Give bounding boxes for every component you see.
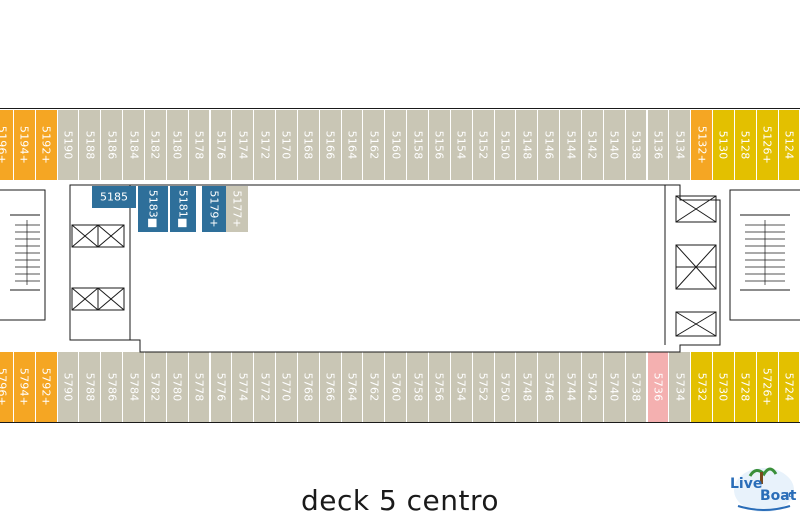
cabin-5172[interactable]: 5172 (254, 110, 277, 180)
cabin-5776[interactable]: 5776 (210, 352, 233, 422)
cabin-5744[interactable]: 5744 (560, 352, 582, 422)
cabin-5148[interactable]: 5148 (516, 110, 539, 180)
cabin-5146[interactable]: 5146 (538, 110, 561, 180)
cabin-5778[interactable]: 5778 (188, 352, 211, 422)
cabin-5150[interactable]: 5150 (494, 110, 517, 180)
cabin-5196[interactable]: 5196+ (0, 110, 14, 180)
cabin-5136[interactable]: 5136 (647, 110, 670, 180)
hull-line-top (0, 108, 800, 109)
cabin-5188[interactable]: 5188 (79, 110, 102, 180)
cabin-5786[interactable]: 5786 (101, 352, 124, 422)
cabin-5794[interactable]: 5794+ (13, 352, 36, 422)
cabin-5740[interactable]: 5740 (603, 352, 626, 422)
cabin-5126[interactable]: 5126+ (756, 110, 779, 180)
cabin-5782[interactable]: 5782 (144, 352, 167, 422)
cabin-5160[interactable]: 5160 (385, 110, 408, 180)
cabin-5772[interactable]: 5772 (254, 352, 277, 422)
cabin-5770[interactable]: 5770 (276, 352, 298, 422)
cabin-5152[interactable]: 5152 (472, 110, 495, 180)
cabin-5742[interactable]: 5742 (581, 352, 604, 422)
cabin-5184[interactable]: 5184 (123, 110, 145, 180)
cabin-5752[interactable]: 5752 (472, 352, 495, 422)
cabin-5762[interactable]: 5762 (363, 352, 386, 422)
cabin-5766[interactable]: 5766 (319, 352, 342, 422)
cabin-5134[interactable]: 5134 (669, 110, 692, 180)
cabin-5190[interactable]: 5190 (57, 110, 80, 180)
cabin-5164[interactable]: 5164 (341, 110, 364, 180)
cabin-5162[interactable]: 5162 (363, 110, 386, 180)
cabin-5194[interactable]: 5194+ (13, 110, 36, 180)
cabin-5788[interactable]: 5788 (79, 352, 102, 422)
cabin-5730[interactable]: 5730 (713, 352, 735, 422)
inner-cabin-5185[interactable]: 5185 (92, 186, 136, 208)
inner-cabin-5181[interactable]: 5181■ (170, 186, 196, 232)
cabin-5192[interactable]: 5192+ (35, 110, 58, 180)
cabin-5158[interactable]: 5158 (407, 110, 429, 180)
cabin-5750[interactable]: 5750 (494, 352, 517, 422)
cabin-5132[interactable]: 5132+ (691, 110, 714, 180)
cabin-5154[interactable]: 5154 (450, 110, 473, 180)
cabin-5736[interactable]: 5736 (647, 352, 670, 422)
cabin-5756[interactable]: 5756 (429, 352, 451, 422)
liveboat-logo: Live Boat .it (730, 462, 797, 514)
cabin-5746[interactable]: 5746 (538, 352, 561, 422)
cabin-5182[interactable]: 5182 (144, 110, 167, 180)
cabin-5138[interactable]: 5138 (625, 110, 648, 180)
cabin-5128[interactable]: 5128 (734, 110, 757, 180)
cabin-5768[interactable]: 5768 (297, 352, 320, 422)
cabin-5170[interactable]: 5170 (276, 110, 298, 180)
cabin-5174[interactable]: 5174 (232, 110, 255, 180)
cabin-5748[interactable]: 5748 (516, 352, 539, 422)
cabin-5156[interactable]: 5156 (429, 110, 451, 180)
cabin-5168[interactable]: 5168 (297, 110, 320, 180)
cabin-5780[interactable]: 5780 (166, 352, 189, 422)
cabin-5764[interactable]: 5764 (341, 352, 364, 422)
logo-word-boat: Boat (760, 488, 797, 504)
cabin-5178[interactable]: 5178 (188, 110, 211, 180)
cabin-5726[interactable]: 5726+ (756, 352, 779, 422)
cabin-5760[interactable]: 5760 (385, 352, 408, 422)
cabin-5144[interactable]: 5144 (560, 110, 582, 180)
cabin-5166[interactable]: 5166 (319, 110, 342, 180)
logo-suffix: .it (784, 492, 792, 499)
cabin-5754[interactable]: 5754 (450, 352, 473, 422)
cabin-5732[interactable]: 5732 (691, 352, 714, 422)
inner-cabin-5177[interactable]: 5177+ (226, 186, 248, 232)
cabin-5774[interactable]: 5774 (232, 352, 255, 422)
inner-cabin-5183[interactable]: 5183■ (138, 186, 168, 232)
cabin-5738[interactable]: 5738 (625, 352, 648, 422)
cabin-5758[interactable]: 5758 (407, 352, 429, 422)
cabin-5734[interactable]: 5734 (669, 352, 692, 422)
logo-word-live: Live (730, 476, 763, 492)
cabin-5784[interactable]: 5784 (123, 352, 145, 422)
cabin-5792[interactable]: 5792+ (35, 352, 58, 422)
deck-title: deck 5 centro (300, 484, 500, 517)
cabin-5790[interactable]: 5790 (57, 352, 80, 422)
cabin-5186[interactable]: 5186 (101, 110, 124, 180)
cabin-5796[interactable]: 5796+ (0, 352, 14, 422)
cabin-5728[interactable]: 5728 (734, 352, 757, 422)
cabin-5176[interactable]: 5176 (210, 110, 233, 180)
hull-line-bottom (0, 422, 800, 423)
cabin-5130[interactable]: 5130 (713, 110, 735, 180)
cabin-5142[interactable]: 5142 (581, 110, 604, 180)
cabin-5140[interactable]: 5140 (603, 110, 626, 180)
inner-cabin-5179[interactable]: 5179+ (202, 186, 226, 232)
cabin-5180[interactable]: 5180 (166, 110, 189, 180)
